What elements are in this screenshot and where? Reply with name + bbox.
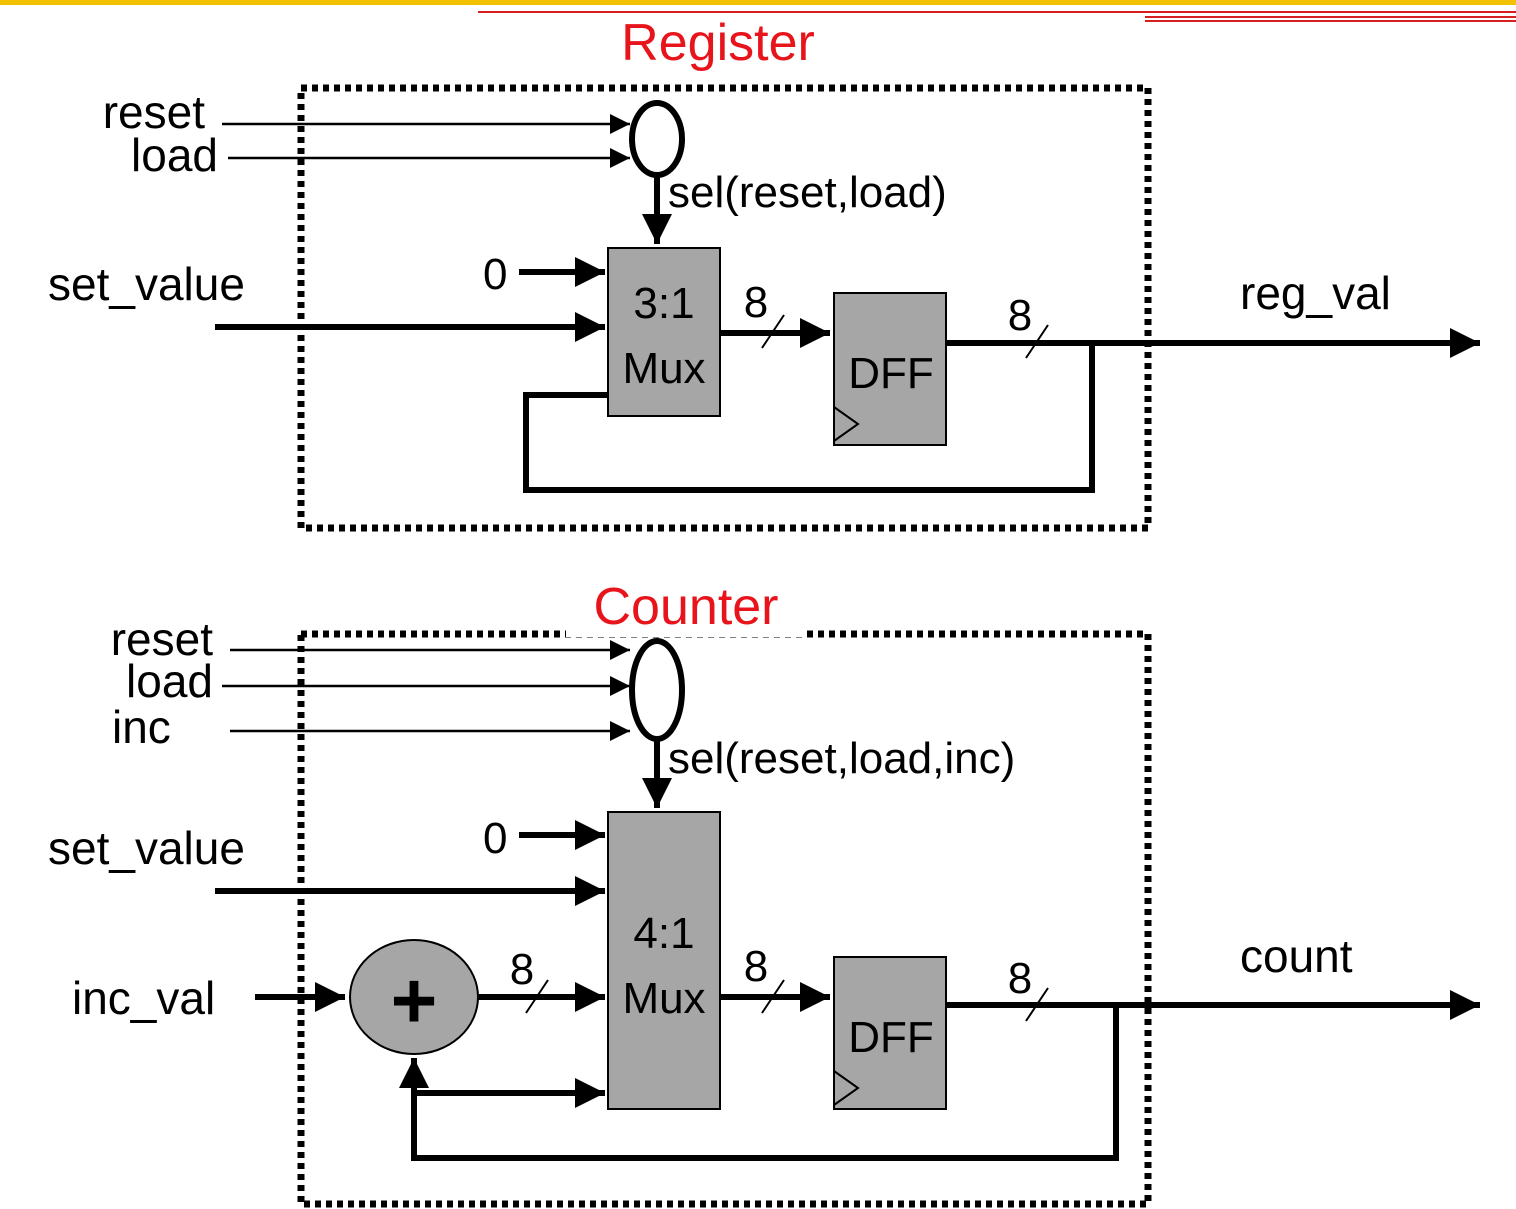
register-load-label: load — [131, 129, 218, 181]
counter-title-backdrop — [566, 583, 806, 637]
counter-load-label: load — [126, 655, 213, 707]
counter-clock-icon — [833, 1070, 860, 1106]
counter-dff-bus-width: 8 — [1008, 954, 1032, 1003]
register-boundary — [297, 84, 1152, 532]
counter-title: Counter — [594, 578, 779, 636]
register-feedback-wire — [523, 343, 1095, 493]
register-mux-bus-slash — [761, 314, 785, 349]
register-output-label: reg_val — [1240, 267, 1391, 319]
counter-select-label: sel(reset,load,inc) — [668, 734, 1015, 783]
header-rule — [0, 0, 1516, 22]
register-reset-label: reset — [103, 86, 205, 138]
register-section: Register reset load sel(reset,load) set_… — [48, 14, 1480, 532]
counter-adder-bus-slash — [525, 979, 549, 1014]
register-mux — [607, 247, 721, 417]
counter-dff-bus-slash — [1025, 987, 1049, 1022]
register-select-label: sel(reset,load) — [668, 168, 947, 217]
counter-adder-symbol: + — [391, 956, 438, 1045]
counter-select-logic — [629, 638, 685, 742]
counter-set-value-label: set_value — [48, 822, 245, 874]
counter-mux — [607, 811, 721, 1110]
register-mux-bus-width: 8 — [744, 278, 768, 327]
register-zero-label: 0 — [483, 250, 507, 299]
counter-mux-name: Mux — [622, 974, 705, 1023]
counter-inc-val-label: inc_val — [72, 972, 215, 1024]
counter-reset-label: reset — [111, 613, 213, 665]
counter-mux-bus-slash — [761, 979, 785, 1014]
counter-mux-ratio: 4:1 — [633, 909, 694, 958]
counter-adder-bus-width: 8 — [510, 945, 534, 994]
register-title: Register — [621, 14, 815, 72]
register-set-value-label: set_value — [48, 258, 245, 310]
register-mux-name: Mux — [622, 344, 705, 393]
register-dff-bus-width: 8 — [1008, 291, 1032, 340]
register-dff-label: DFF — [848, 349, 934, 398]
counter-feedback-wire — [399, 1005, 1119, 1161]
counter-output-label: count — [1240, 930, 1353, 982]
register-dff-bus-slash — [1025, 324, 1049, 359]
register-mux-ratio: 3:1 — [633, 279, 694, 328]
counter-section: Counter reset load inc sel(reset,load,in… — [48, 578, 1480, 1208]
register-clock-icon — [833, 406, 860, 442]
counter-zero-label: 0 — [483, 814, 507, 863]
register-select-logic — [629, 100, 685, 178]
counter-dff-label: DFF — [848, 1013, 934, 1062]
counter-inc-label: inc — [112, 701, 171, 753]
counter-boundary — [297, 630, 1152, 1208]
counter-mux-bus-width: 8 — [744, 942, 768, 991]
